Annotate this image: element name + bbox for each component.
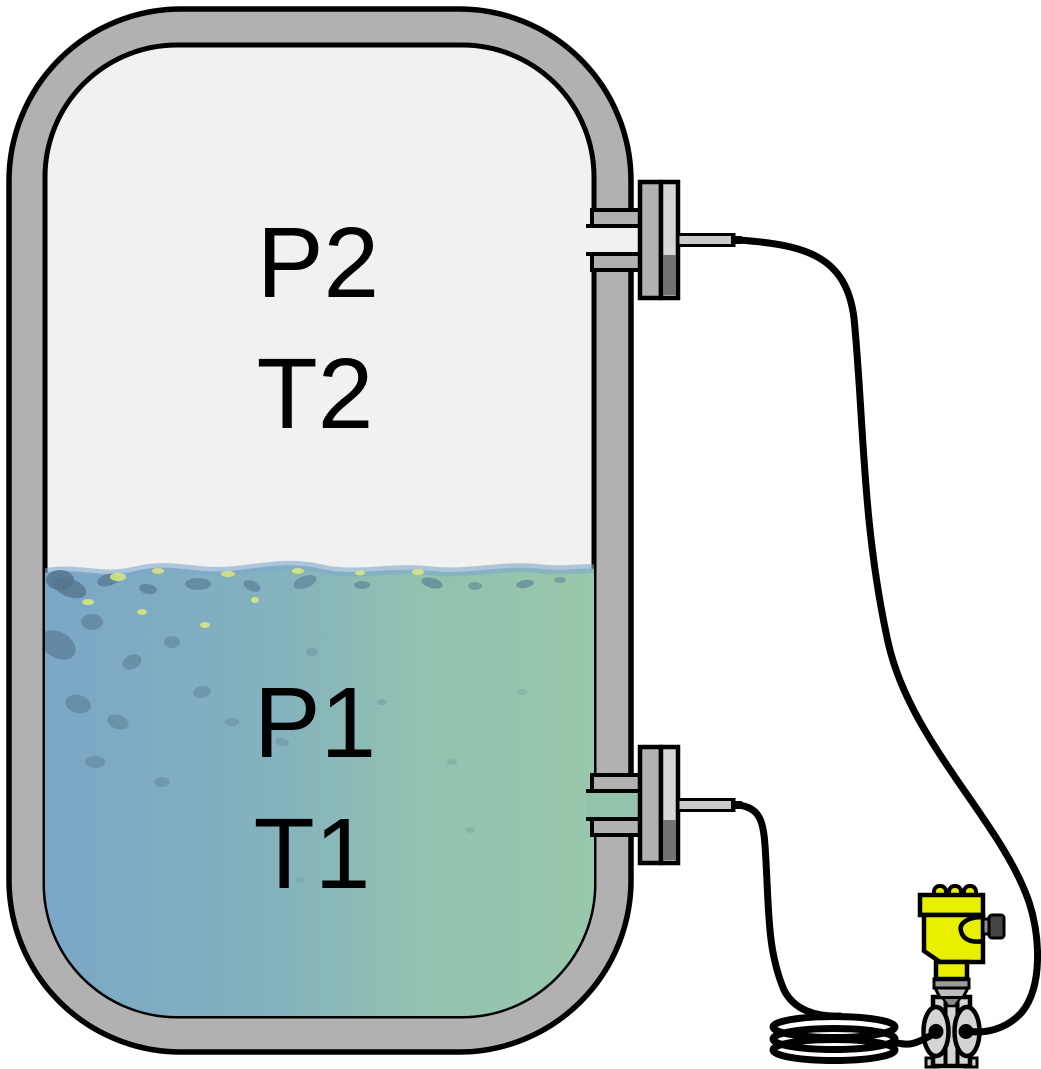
lower-flange-plate-shadow bbox=[663, 820, 676, 860]
housing-body bbox=[921, 912, 986, 965]
upper-nozzle-flange bbox=[586, 179, 742, 301]
lower-nozzle-flange bbox=[586, 744, 742, 866]
upper-flange-plate-shadow bbox=[663, 255, 676, 295]
housing-notch bbox=[958, 914, 985, 944]
upper-capillary-tube bbox=[676, 233, 736, 247]
upper-pipe-wall-bottom bbox=[590, 252, 646, 272]
capillary-lines bbox=[735, 236, 1041, 1064]
housing-cap bbox=[917, 892, 986, 918]
liquid bbox=[45, 560, 594, 1016]
adapter-cone bbox=[932, 986, 971, 999]
tank-vessel bbox=[6, 6, 634, 1055]
housing-neck bbox=[933, 959, 970, 982]
lower-pipe-wall-top bbox=[590, 773, 646, 793]
upper-pipe-wall-top bbox=[590, 208, 646, 228]
pressure-transmitter bbox=[917, 884, 1006, 1069]
transmitter-housing bbox=[917, 884, 1006, 982]
connector-plug bbox=[987, 913, 1006, 940]
lower-flange-ring bbox=[637, 744, 664, 866]
liquid-surface-crest bbox=[45, 560, 594, 579]
tank-labels: P2 T2 P1 T1 bbox=[254, 207, 380, 910]
liquid-texture-highlights bbox=[82, 568, 424, 628]
port-right bbox=[958, 1024, 974, 1039]
label-liquid-temperature: T1 bbox=[254, 798, 371, 910]
lower-capillary-cable bbox=[735, 801, 844, 1020]
label-gas-temperature: T2 bbox=[257, 338, 374, 450]
liquid-texture-dark bbox=[45, 570, 566, 883]
lower-capillary-tube bbox=[676, 798, 736, 812]
manifold-ports bbox=[928, 1024, 974, 1039]
cable-coil bbox=[769, 1013, 899, 1064]
coil-loop-3 bbox=[769, 1036, 899, 1064]
label-gas-pressure: P2 bbox=[257, 207, 379, 319]
lower-pipe-wall-bottom bbox=[590, 817, 646, 837]
port-left bbox=[928, 1024, 944, 1039]
process-adapter bbox=[932, 977, 971, 999]
liquid-body bbox=[45, 565, 594, 1016]
upper-flange-ring bbox=[637, 179, 664, 301]
upper-capillary-cable bbox=[735, 236, 1041, 1036]
label-liquid-pressure: P1 bbox=[254, 667, 376, 779]
